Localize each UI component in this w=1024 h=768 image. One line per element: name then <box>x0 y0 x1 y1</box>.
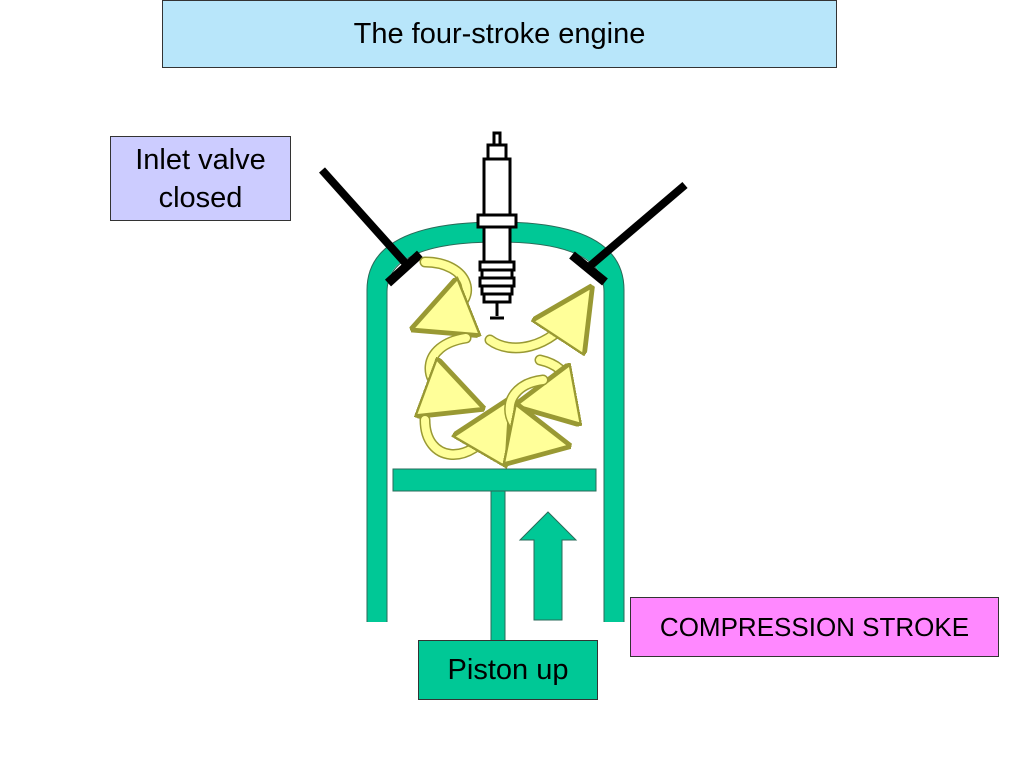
inlet-valve-label: Inlet valve closed <box>110 136 291 221</box>
page-title-text: The four-stroke engine <box>353 17 646 50</box>
piston <box>392 468 597 642</box>
inlet-valve-label-line2: closed <box>158 181 243 214</box>
swirl-arrow-icon <box>419 420 495 455</box>
piston-head <box>392 468 597 492</box>
swirl-arrow-icon <box>430 332 466 398</box>
piston-up-label-text: Piston up <box>447 653 569 686</box>
spark-plug-icon <box>476 131 518 320</box>
arrow-up-icon <box>518 511 578 621</box>
gas-swirl-arrows <box>419 256 575 455</box>
piston-rod <box>490 490 506 642</box>
compression-stroke-label: COMPRESSION STROKE <box>630 597 999 657</box>
compression-stroke-label-text: COMPRESSION STROKE <box>659 611 970 642</box>
swirl-arrow-icon <box>540 354 566 400</box>
piston-up-label: Piston up <box>418 640 598 700</box>
swirl-arrow-icon <box>425 256 467 318</box>
exhaust-valve <box>569 181 688 286</box>
inlet-valve-label-line1: Inlet valve <box>135 143 266 176</box>
page-title: The four-stroke engine <box>162 0 837 68</box>
swirl-arrow-icon <box>510 374 543 440</box>
inlet-valve <box>319 167 424 287</box>
swirl-arrow-icon <box>484 312 575 348</box>
